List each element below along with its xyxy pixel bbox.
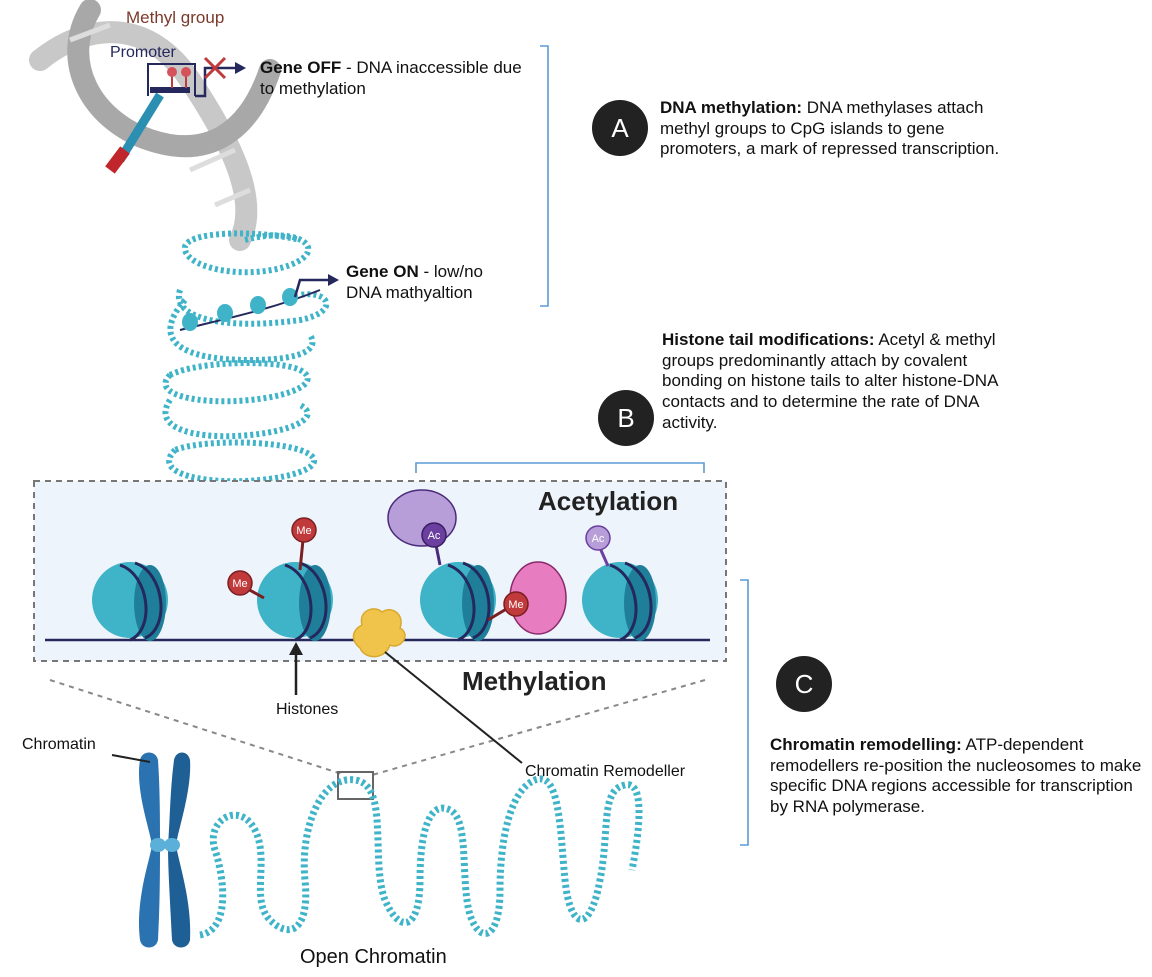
svg-text:Me: Me <box>296 525 311 537</box>
acetyl-mark-2: Ac <box>585 525 611 567</box>
nucleosome-2 <box>257 561 333 642</box>
methyl-group-mark <box>181 67 191 77</box>
svg-text:Ac: Ac <box>428 530 441 542</box>
acetyl-mark-1: Ac <box>387 489 457 566</box>
remodeller-pointer <box>384 651 523 764</box>
section-b-text: Histone tail modifications: Acetyl & met… <box>662 330 998 432</box>
methyl-mark-3: Me <box>487 561 567 635</box>
zoom-square <box>337 771 374 800</box>
bracket-a <box>540 45 549 307</box>
svg-text:Me: Me <box>232 578 247 590</box>
promoter-label: Promoter <box>110 44 176 61</box>
svg-text:Me: Me <box>508 599 523 611</box>
gene-on-label: Gene ON - low/no DNA mathyaltion <box>346 262 483 302</box>
gene-off-arrow <box>195 56 246 98</box>
methyl-mark-2: Me <box>227 570 265 600</box>
badge-a: A <box>592 100 648 156</box>
open-chromatin-label: Open Chromatin <box>300 946 447 968</box>
methylation-label: Methylation <box>462 666 607 696</box>
acetylation-label: Acetylation <box>538 486 679 516</box>
histones-arrowhead <box>289 642 303 655</box>
chromatin-remodeller-blob <box>352 608 406 658</box>
methyl-mark-1: Me <box>291 517 317 571</box>
promoter-marker <box>147 63 196 96</box>
nucleosome-3 <box>420 561 496 642</box>
gene-off-label: Gene OFF - DNA inaccessible due to methy… <box>260 58 522 98</box>
histones-label: Histones <box>276 701 339 718</box>
zoom-line-right <box>371 679 706 776</box>
chromatin-label: Chromatin <box>22 736 96 753</box>
svg-text:Ac: Ac <box>592 533 605 545</box>
open-chromatin-fiber <box>198 775 643 939</box>
bracket-c <box>740 579 749 846</box>
nucleosome-1 <box>92 561 168 642</box>
dna-helix <box>29 0 281 251</box>
chromosome <box>138 752 191 948</box>
nucleosome-4 <box>582 561 658 642</box>
badge-b: B <box>598 390 654 446</box>
section-c-text: Chromatin remodelling: ATP-dependent rem… <box>770 735 1142 817</box>
chromatin-pointer <box>111 754 151 763</box>
gene-on-strand <box>179 274 339 331</box>
methyl-group-mark <box>167 67 177 77</box>
bracket-b <box>415 462 705 473</box>
section-a-text: DNA methylation: DNA methylases attach m… <box>660 98 1000 159</box>
methyl-group-label: Methyl group <box>126 8 225 27</box>
chromatin-remodeller-label: Chromatin Remodeller <box>525 763 686 780</box>
zoom-line-left <box>49 679 346 776</box>
badge-c: C <box>776 656 832 712</box>
